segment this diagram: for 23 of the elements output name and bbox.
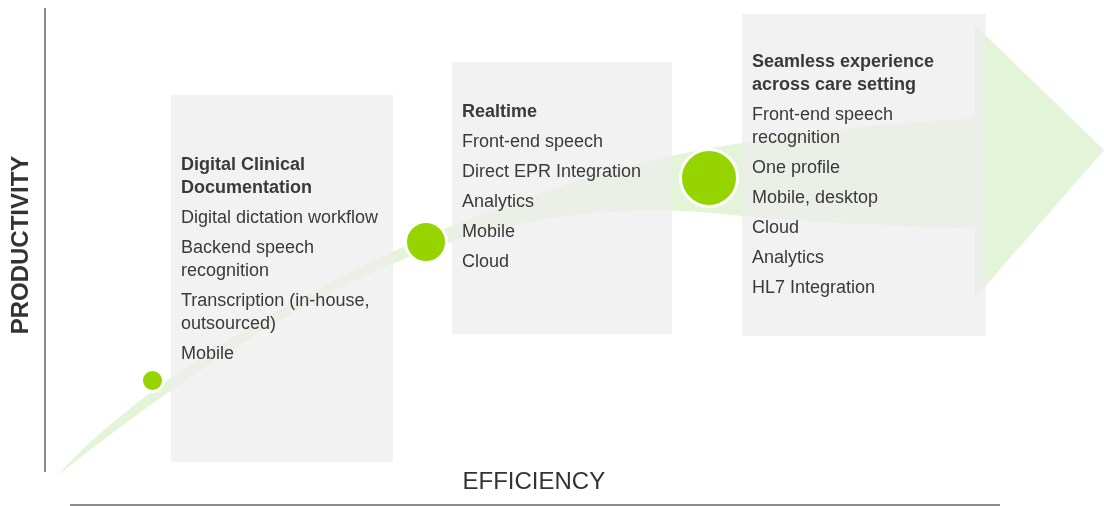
list-item: Cloud	[752, 216, 800, 239]
list-item: Analytics	[462, 190, 535, 213]
list-item: Cloud	[462, 250, 510, 273]
list-item: Transcription (in-house, outsourced)	[181, 289, 371, 335]
list-item: Backend speech recognition	[181, 236, 316, 282]
list-item: One profile	[752, 156, 841, 179]
list-item: Analytics	[752, 246, 825, 269]
axis-label: PRODUCTIVITY	[5, 155, 34, 335]
list-item: Mobile	[181, 342, 235, 365]
list-item: Front-end speech recognition	[752, 103, 895, 149]
info-panel	[171, 95, 393, 462]
panel-heading: Seamless experience across care setting	[752, 50, 936, 96]
list-item: Mobile, desktop	[752, 186, 879, 209]
info-panel	[742, 14, 986, 336]
list-item: Direct EPR Integration	[462, 160, 642, 183]
panel-heading: Digital Clinical Documentation	[181, 153, 313, 199]
list-item: HL7 Integration	[752, 276, 876, 299]
info-panel	[452, 62, 672, 334]
axis-label: EFFICIENCY	[462, 467, 606, 495]
list-item: Front-end speech	[462, 130, 604, 153]
list-item: Mobile	[462, 220, 516, 243]
list-item: Digital dictation workflow	[181, 206, 379, 229]
panel-heading: Realtime	[462, 100, 538, 123]
